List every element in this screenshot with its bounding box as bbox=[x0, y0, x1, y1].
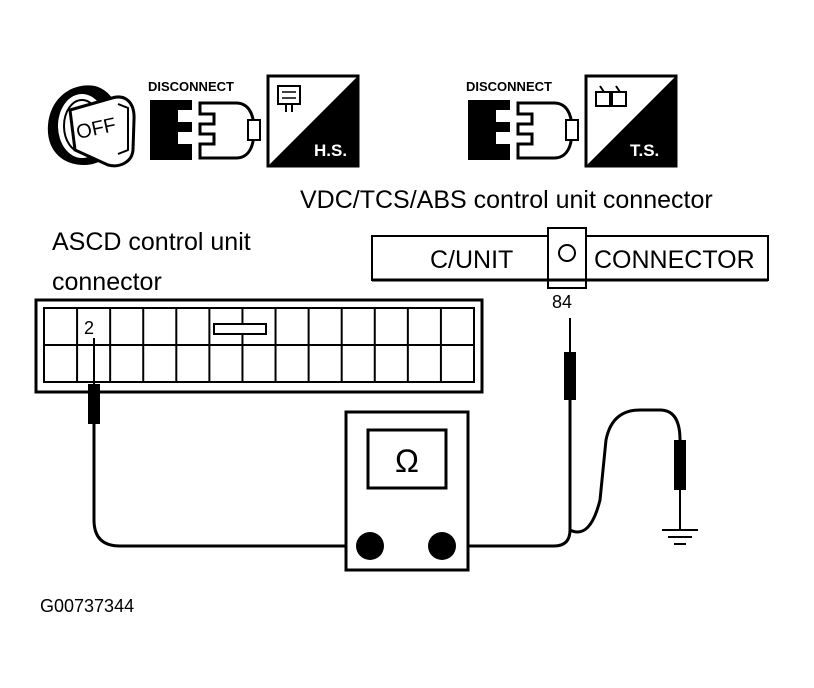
ts-tag: T.S. bbox=[630, 141, 659, 160]
cunit-label: C/UNIT bbox=[430, 246, 513, 274]
ohm-symbol: Ω bbox=[395, 443, 419, 479]
meter-terminal-right bbox=[428, 532, 456, 560]
ascd-connector-title-line1: ASCD control unit bbox=[52, 228, 251, 256]
vdc-pin-number: 84 bbox=[552, 292, 572, 312]
disconnect-hs-icon: DISCONNECT bbox=[148, 79, 261, 160]
harness-side-icon: H.S. bbox=[266, 74, 360, 168]
disconnect-ts-icon: DISCONNECT bbox=[466, 79, 579, 160]
probe-ground bbox=[569, 408, 686, 534]
vdc-connector-title: VDC/TCS/ABS control unit connector bbox=[300, 186, 713, 214]
terminal-side-icon: T.S. bbox=[584, 74, 678, 168]
probe-ascd bbox=[88, 338, 356, 548]
ascd-pin-number: 2 bbox=[84, 318, 94, 338]
ignition-key-icon: OFF bbox=[47, 85, 136, 168]
meter-terminal-left bbox=[356, 532, 384, 560]
connector-label: CONNECTOR bbox=[594, 246, 755, 274]
ascd-connector: 2 bbox=[34, 298, 484, 394]
ground-symbol-icon bbox=[662, 529, 698, 545]
ohmmeter: Ω bbox=[344, 410, 470, 572]
vdc-pin-84-hole bbox=[558, 244, 576, 262]
disconnect-ts-caption: DISCONNECT bbox=[466, 79, 552, 94]
vdc-connector: C/UNIT CONNECTOR bbox=[371, 227, 769, 289]
figure-id: G00737344 bbox=[40, 596, 134, 616]
ascd-connector-title-line2: connector bbox=[52, 268, 162, 296]
hs-tag: H.S. bbox=[314, 141, 347, 160]
disconnect-hs-caption: DISCONNECT bbox=[148, 79, 234, 94]
